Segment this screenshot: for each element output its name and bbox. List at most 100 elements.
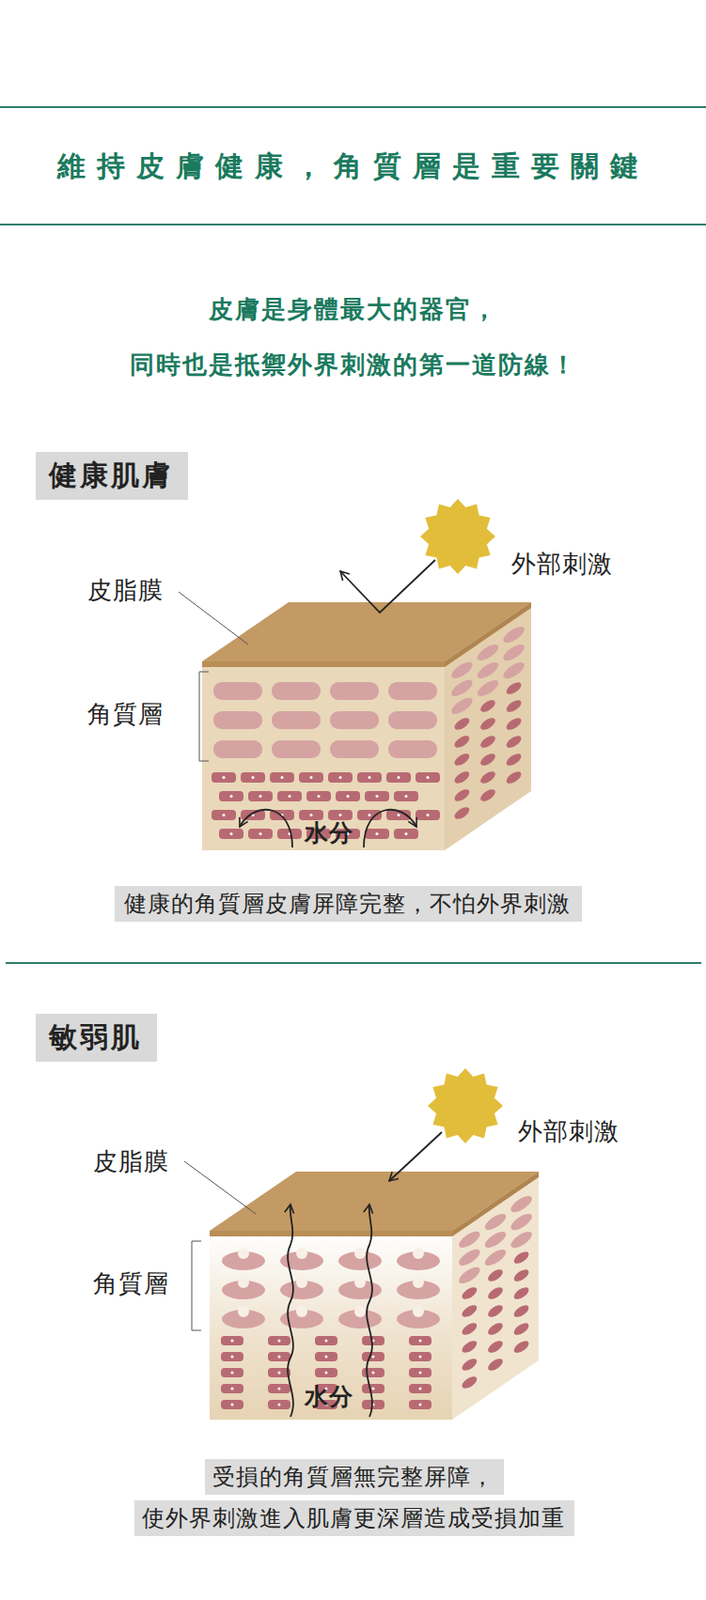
shape — [408, 1352, 432, 1363]
shape — [397, 776, 401, 780]
shape — [202, 602, 532, 662]
rule — [0, 106, 706, 109]
shape — [202, 661, 445, 668]
shape — [486, 1268, 505, 1286]
shape — [296, 1277, 308, 1289]
caption-box: 受損的角質層無完整屏障， — [204, 1459, 504, 1496]
shape — [361, 1336, 385, 1347]
shape — [277, 791, 302, 802]
box-text: 健康的角質層皮膚屏障完整，不怕外界刺激 — [124, 889, 573, 920]
shape — [271, 682, 321, 701]
shape — [372, 1388, 376, 1392]
shape — [501, 642, 528, 665]
caption-box: 健康的角質層皮膚屏障完整，不怕外界刺激 — [114, 886, 582, 923]
shape — [482, 1211, 509, 1235]
shape — [230, 795, 234, 799]
shape — [220, 1384, 244, 1395]
shape — [419, 1340, 423, 1344]
shape — [415, 810, 440, 821]
shape — [388, 711, 438, 730]
part-label: 皮脂膜 — [87, 574, 164, 608]
part-label: 外部刺激 — [517, 1115, 620, 1149]
shape — [296, 1248, 308, 1260]
shape — [329, 711, 379, 730]
shape — [231, 1356, 235, 1360]
tag-box: 敏弱肌 — [35, 1014, 157, 1063]
shape — [317, 795, 321, 799]
shape — [478, 734, 498, 752]
shape — [388, 682, 438, 701]
tag-box: 健康肌膚 — [35, 452, 189, 501]
box-text: 敏弱肌 — [48, 1019, 144, 1058]
shape — [486, 1286, 505, 1303]
shape — [459, 1375, 479, 1393]
shape — [361, 1384, 385, 1395]
shape — [512, 1286, 532, 1303]
shape — [452, 805, 471, 823]
shape — [339, 814, 343, 817]
shape — [478, 787, 498, 805]
shape — [474, 642, 502, 665]
water-arrow — [239, 810, 293, 848]
part-label: 水分 — [304, 817, 354, 849]
shape — [512, 1339, 532, 1357]
shape — [508, 1193, 535, 1217]
shape — [259, 832, 263, 836]
shape — [364, 791, 390, 802]
shape — [354, 1306, 366, 1318]
shape — [486, 1321, 505, 1339]
shape — [456, 1265, 484, 1288]
shape — [504, 752, 524, 769]
shape — [474, 677, 502, 701]
shape — [231, 1404, 235, 1408]
shape — [211, 810, 236, 821]
water-arrow — [287, 1205, 294, 1418]
shape — [408, 1336, 432, 1347]
shape — [449, 695, 476, 719]
shape — [222, 814, 226, 817]
shape — [372, 1372, 376, 1376]
shape — [269, 772, 295, 784]
shape — [415, 772, 440, 784]
shape — [412, 1306, 424, 1318]
shape — [504, 716, 524, 734]
shape — [478, 769, 498, 787]
shape — [452, 734, 471, 752]
box-text: 受損的角質層無完整屏障， — [212, 1462, 497, 1493]
water-arrow — [363, 810, 417, 848]
shape — [237, 1277, 250, 1289]
shape — [267, 1400, 291, 1411]
shape — [504, 769, 524, 787]
shape — [267, 1384, 291, 1395]
shape — [354, 1248, 366, 1260]
shape — [501, 624, 528, 647]
shape — [361, 1400, 385, 1411]
shape — [452, 716, 471, 734]
shape — [213, 740, 263, 759]
shape — [486, 1339, 505, 1357]
shape — [222, 776, 226, 780]
shape — [512, 1250, 532, 1268]
shape — [325, 1372, 329, 1376]
shape — [328, 810, 353, 821]
shape — [459, 1321, 479, 1339]
shape — [335, 791, 361, 802]
skin-cube — [202, 602, 532, 851]
shape — [325, 1340, 329, 1344]
shape — [508, 1211, 535, 1235]
shape — [386, 772, 411, 784]
shape — [478, 698, 498, 716]
shape — [329, 740, 379, 759]
shape — [209, 1172, 539, 1232]
shape — [211, 772, 236, 784]
shape — [278, 1340, 282, 1344]
shape — [314, 1336, 338, 1347]
shape — [209, 1231, 453, 1238]
shape — [271, 740, 321, 759]
shape — [486, 1303, 505, 1321]
shape — [231, 1388, 235, 1392]
shape — [237, 1306, 250, 1318]
callouts — [178, 592, 256, 1332]
shape — [278, 1404, 282, 1408]
